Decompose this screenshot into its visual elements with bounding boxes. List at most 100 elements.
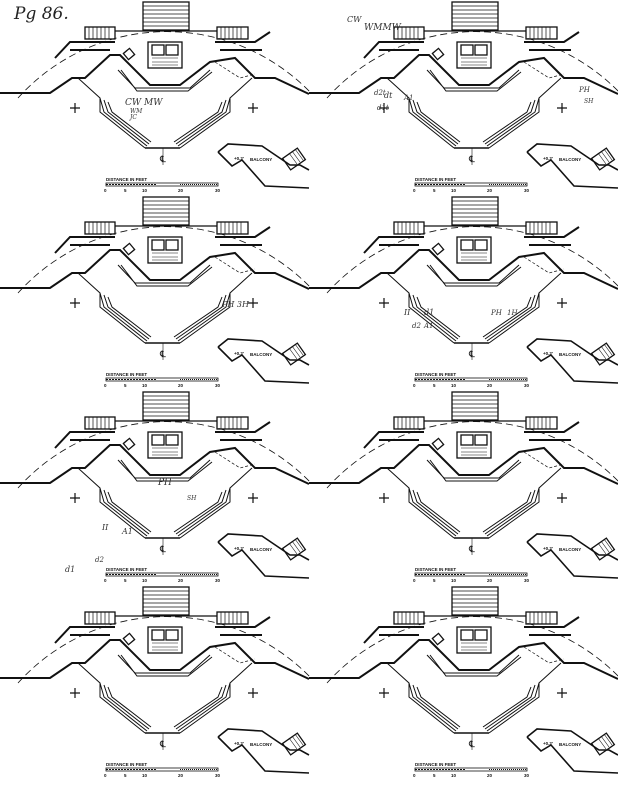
bowl-left (386, 467, 461, 539)
top-stair (142, 586, 190, 616)
bowl-right (173, 272, 253, 344)
scale-tick: 5 (433, 578, 436, 583)
outer-wall (309, 54, 618, 95)
handwritten-annotation: A1 (403, 94, 414, 102)
bowl-left (386, 272, 461, 344)
bowl-left (77, 77, 152, 149)
balcony-outline (526, 533, 618, 579)
column-marker-right (248, 493, 258, 503)
inner-tier (426, 459, 522, 482)
handwritten-annotation: II (403, 308, 411, 317)
balcony-label: BALCONY (559, 157, 581, 162)
scale-title: DISTANCE IN FEET (415, 177, 456, 182)
scale-tick: 5 (433, 773, 436, 778)
top-stair-treads (143, 395, 189, 417)
scale-tick: 5 (433, 383, 436, 388)
balcony-level: +0.2' (543, 546, 553, 551)
balcony-level: +0.2' (543, 156, 553, 161)
scale-tick: 10 (451, 773, 457, 778)
scale-tick: 5 (124, 188, 127, 193)
handwritten-annotation: CW MW (125, 98, 163, 108)
seating-plan-drawing: +0.2' BALCONY ℄ DISTANCE IN FEET 0 5 10 … (309, 196, 618, 388)
balcony-level: +0.2' (234, 351, 244, 356)
bowl-left (386, 77, 461, 149)
radius-arc (326, 421, 618, 489)
scale-tick: 30 (524, 383, 530, 388)
scale-ticks: 0 5 10 20 30 (413, 383, 530, 388)
centerline-symbol: ℄ (468, 544, 475, 554)
scale-tick: 10 (142, 188, 148, 193)
outer-wall (0, 249, 310, 290)
bowl-right (173, 77, 253, 149)
handwritten-annotation: PH (578, 86, 591, 94)
top-stair-treads (143, 590, 189, 612)
handwritten-annotation: JC (128, 114, 137, 121)
column-marker-left (70, 493, 80, 503)
scale-tick: 20 (178, 383, 184, 388)
centerline-symbol: ℄ (159, 739, 166, 749)
column-marker-right (557, 493, 567, 503)
scale-ticks: 0 5 10 20 30 (104, 383, 221, 388)
core (147, 431, 183, 459)
seating-plan-drawing: +0.2' BALCONY ℄ DISTANCE IN FEET 0 5 10 … (309, 391, 618, 583)
handwritten-annotation: d2t (374, 89, 386, 97)
radius-arc (326, 616, 618, 684)
scale-tick: 20 (487, 578, 493, 583)
inner-tier (426, 654, 522, 677)
upper-wall (363, 616, 580, 644)
core (147, 41, 183, 69)
handwritten-annotation: PH 3H (221, 300, 250, 309)
bowl-right (173, 662, 253, 734)
balcony-label: BALCONY (250, 547, 272, 552)
scale-title: DISTANCE IN FEET (415, 567, 456, 572)
balcony-label: BALCONY (559, 547, 581, 552)
scale-tick: 30 (524, 188, 530, 193)
bowl-left (386, 662, 461, 734)
scale-tick: 10 (451, 578, 457, 583)
plan-panel-3: +0.2' BALCONY ℄ DISTANCE IN FEET 0 5 10 … (0, 195, 311, 395)
inner-tier (117, 459, 213, 482)
scale-tick: 20 (178, 188, 184, 193)
upper-wall (54, 616, 271, 644)
bowl-right (482, 272, 562, 344)
scale-tick: 0 (413, 188, 416, 193)
scale-ticks: 0 5 10 20 30 (413, 188, 530, 193)
bowl-right (482, 77, 562, 149)
bowl-right (482, 467, 562, 539)
top-stair-treads (143, 5, 189, 27)
column-marker-left (379, 298, 389, 308)
radius-arc (17, 31, 311, 99)
plan-panel-6: +0.2' BALCONY ℄ DISTANCE IN FEET 0 5 10 … (309, 390, 618, 590)
top-stair (451, 586, 499, 616)
core (456, 41, 492, 69)
balcony-label: BALCONY (250, 157, 272, 162)
scale-tick: 30 (215, 383, 221, 388)
handwritten-annotation: II (101, 523, 109, 532)
scale-title: DISTANCE IN FEET (415, 372, 456, 377)
core (456, 626, 492, 654)
balcony-level: +0.2' (543, 351, 553, 356)
top-stair (451, 391, 499, 421)
column-marker-right (248, 298, 258, 308)
top-stair (142, 391, 190, 421)
handwritten-annotation: d1 (65, 565, 75, 574)
bowl-left (77, 467, 152, 539)
handwritten-annotation: 1H (507, 309, 518, 317)
top-stair-treads (452, 590, 498, 612)
column-marker-left (379, 493, 389, 503)
centerline-symbol: ℄ (468, 739, 475, 749)
handwritten-annotation: dt (384, 91, 393, 100)
core (147, 626, 183, 654)
scale-tick: 10 (451, 383, 457, 388)
handwritten-annotation: SH (187, 495, 197, 502)
inner-tier (117, 69, 213, 92)
handwritten-annotation: d2 (95, 556, 104, 564)
handwritten-annotation: CW (347, 15, 362, 24)
upper-wall (363, 31, 580, 59)
seating-plan-drawing: +0.2' BALCONY ℄ DISTANCE IN FEET 0 5 10 … (0, 391, 311, 583)
handwritten-annotation: A1 (423, 322, 434, 330)
